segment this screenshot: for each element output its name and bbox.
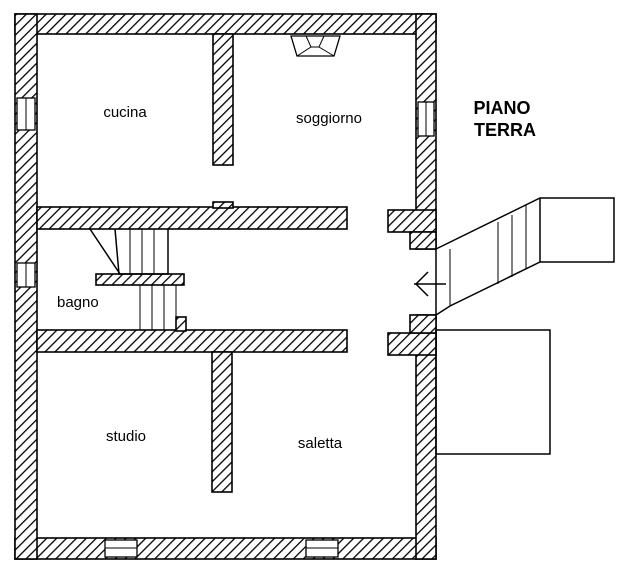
- window-left-upper: [16, 97, 36, 131]
- exterior-stair: [435, 197, 615, 316]
- entrance-arrow-icon: [414, 271, 446, 297]
- wall-studio-saletta: [211, 351, 233, 493]
- plan-title-line2: TERRA: [474, 120, 536, 140]
- wall-top: [14, 13, 437, 35]
- room-label-saletta: saletta: [298, 435, 343, 452]
- plan-title-line1: PIANO: [473, 98, 530, 118]
- lower-flight: [139, 284, 177, 331]
- wall-corridor-bottom-left: [36, 329, 348, 353]
- wall-landing: [95, 273, 185, 286]
- exterior-annex: [435, 329, 551, 455]
- wall-bagno-corner: [175, 316, 187, 332]
- wall-corridor-top-right: [387, 209, 437, 233]
- interior-walls: [36, 33, 437, 493]
- window-right-soggiorno: [417, 101, 435, 137]
- window-left-middle: [16, 262, 36, 288]
- wall-corridor-bottom-right: [387, 332, 437, 356]
- window-bottom-studio: [104, 539, 138, 558]
- room-label-studio: studio: [106, 428, 146, 445]
- room-label-cucina: cucina: [103, 104, 147, 121]
- wall-cucina-soggiorno: [212, 33, 234, 166]
- room-label-bagno: bagno: [57, 294, 99, 311]
- wall-bottom: [14, 537, 437, 560]
- internal-staircase: [89, 228, 177, 331]
- wall-corridor-top-left: [36, 206, 348, 230]
- wall-right-jamb-top: [409, 231, 437, 250]
- fireplace-icon: [290, 35, 341, 57]
- wall-stub-top: [212, 201, 234, 209]
- room-label-soggiorno: soggiorno: [296, 110, 362, 127]
- windows: [16, 97, 435, 558]
- wall-right-jamb-bottom: [409, 314, 437, 334]
- window-bottom-saletta: [305, 539, 339, 558]
